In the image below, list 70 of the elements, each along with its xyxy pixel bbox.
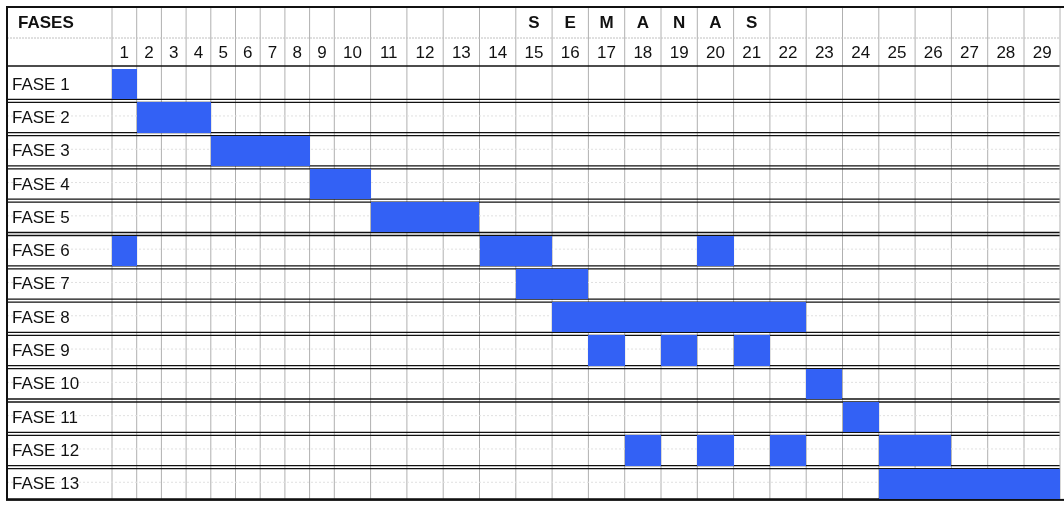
phase-label: FASE 8 <box>12 308 70 326</box>
phase-label: FASE 11 <box>12 408 78 426</box>
week-number: 21 <box>741 43 763 61</box>
week-number: 8 <box>291 43 303 61</box>
week-number: 27 <box>959 43 980 61</box>
header-letter: E <box>563 14 577 31</box>
header-letter: A <box>708 14 723 31</box>
gantt-bar <box>112 235 137 266</box>
week-number: 29 <box>1031 43 1053 61</box>
week-number: 22 <box>777 43 799 61</box>
week-number: 6 <box>242 43 254 61</box>
phase-label: FASE 6 <box>12 242 70 260</box>
week-number: 1 <box>118 43 131 61</box>
week-number: 3 <box>168 43 180 61</box>
week-number: 19 <box>668 43 690 61</box>
header-letter: M <box>598 14 615 31</box>
week-number: 24 <box>850 43 872 61</box>
phase-label: FASE 4 <box>12 175 70 193</box>
gantt-bar <box>210 135 310 166</box>
week-number: 2 <box>143 43 155 61</box>
header-letter: N <box>672 14 687 31</box>
gantt-bar <box>479 235 553 266</box>
gantt-bar <box>370 202 480 233</box>
week-number: 20 <box>705 43 726 61</box>
week-number: 14 <box>487 43 509 61</box>
week-number: 13 <box>450 43 472 61</box>
phase-label: FASE 9 <box>12 342 70 360</box>
header-letter: S <box>527 14 541 31</box>
week-number: 5 <box>217 43 229 61</box>
gantt-bar <box>661 335 698 366</box>
week-number: 16 <box>559 43 581 61</box>
gantt-bar <box>309 168 371 200</box>
week-number: 4 <box>192 43 205 61</box>
week-number: 23 <box>813 43 835 61</box>
gantt-bar <box>697 435 734 466</box>
gantt-bar <box>112 69 137 100</box>
phase-label: FASE 7 <box>12 275 70 293</box>
week-number: 9 <box>316 43 328 61</box>
week-number: 11 <box>378 43 399 61</box>
phase-label: FASE 12 <box>12 441 80 459</box>
phase-label: FASE 10 <box>12 375 80 393</box>
week-number: 10 <box>342 43 363 61</box>
gantt-bar <box>552 302 807 333</box>
header-letter: A <box>635 14 650 31</box>
week-number: 7 <box>266 43 279 61</box>
gantt-bar <box>624 435 661 466</box>
gantt-bar <box>878 435 952 466</box>
gantt-bar <box>878 468 1061 499</box>
week-number: 25 <box>886 43 908 61</box>
week-number: 12 <box>414 43 436 61</box>
phase-label: FASE 2 <box>12 108 70 126</box>
week-number: 17 <box>596 43 617 61</box>
gantt-bar <box>806 368 843 399</box>
column-header: FASES <box>18 14 74 31</box>
gantt-bar <box>588 335 625 366</box>
phase-label: FASE 3 <box>12 142 70 160</box>
gantt-bar <box>697 235 734 266</box>
gantt-bar <box>842 402 879 433</box>
week-number: 28 <box>995 43 1017 61</box>
week-number: 26 <box>922 43 944 61</box>
phase-label: FASE 13 <box>12 475 80 493</box>
phase-label: FASE 1 <box>12 75 70 93</box>
header-letter: S <box>745 14 759 31</box>
gantt-bar <box>136 102 211 133</box>
gantt-bar <box>515 268 589 300</box>
week-number: 18 <box>632 43 654 61</box>
week-number: 15 <box>523 43 545 61</box>
phase-label: FASE 5 <box>12 208 70 226</box>
gantt-bar <box>733 335 770 366</box>
gantt-bar <box>769 435 807 466</box>
